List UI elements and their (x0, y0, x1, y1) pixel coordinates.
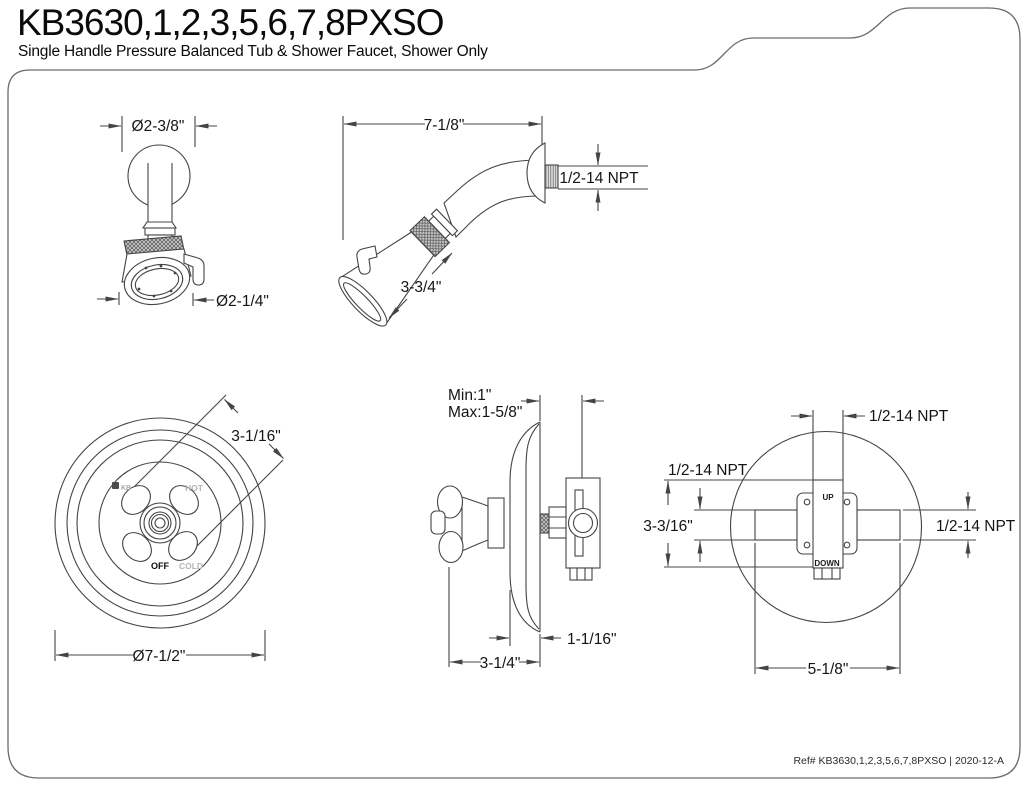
hot-label: HOT (185, 483, 204, 493)
up-label: UP (822, 493, 834, 502)
dim-body-height-label: 3-3/16" (643, 518, 692, 535)
dim-wall-depth-max-label: Max:1-5/8" (448, 404, 522, 421)
diagram-shower-head-front: Ø2-3/8" Ø2-1/4" (97, 116, 269, 310)
wall-flange-side (526, 142, 546, 204)
dim-handle-width-label: 3-1/16" (231, 428, 280, 445)
dim-ports-span-label: 5-1/8" (808, 661, 849, 678)
dim-total-depth-label: 3-1/4" (480, 655, 521, 672)
dim-left-port-thread-label: 1/2-14 NPT (668, 462, 748, 479)
handle-lobe-top (436, 485, 464, 519)
kb-logo-text: KB (121, 485, 131, 492)
dim-plate-diameter-label: Ø7-1/2" (133, 648, 186, 665)
diagram-trim-plate-front: KB HOT OFF COLD 3-1/16" Ø7-1/2" (54, 394, 284, 665)
bottom-outlet (813, 567, 841, 580)
dim-right-port-thread-label: 1/2-14 NPT (936, 518, 1016, 535)
off-label: OFF (151, 561, 169, 571)
diagram-valve-side: Min:1" Max:1-5/8" (430, 387, 616, 672)
diagram-valve-back: 1/2-14 NPT 1/2-14 NPT 3-3/16" UP DOWN (643, 408, 1016, 678)
shower-arm-tube (443, 159, 541, 239)
page-subtitle: Single Handle Pressure Balanced Tub & Sh… (18, 43, 488, 60)
shower-head-side (338, 208, 459, 327)
valve-outlet-side (569, 567, 593, 581)
dim-wall-thread-label: 1/2-14 NPT (559, 170, 639, 187)
handle-lobe-bottom (438, 530, 464, 564)
handle-neck (461, 496, 489, 552)
spray-holes (137, 264, 177, 298)
page-title: KB3630,1,2,3,5,6,7,8PXSO (17, 2, 444, 43)
cross-handle (121, 485, 199, 562)
dim-head-diameter-label: Ø2-1/4" (216, 293, 269, 310)
dim-flange-diameter-label: Ø2-3/8" (132, 118, 185, 135)
down-label: DOWN (814, 559, 840, 568)
dim-plate-depth-label: 1-1/16" (567, 631, 616, 648)
dim-wall-depth-min-label: Min:1" (448, 387, 491, 404)
sheet-border (7, 7, 1021, 779)
trim-plate-profile (509, 421, 541, 633)
handle-hub-side (430, 510, 446, 535)
diagram-shower-arm-side: 7-1/8" 1/2-14 NPT 3-3/4" (338, 116, 648, 327)
stem-nut (548, 506, 567, 539)
dim-arm-length-label: 7-1/8" (424, 117, 465, 134)
spray-lever (183, 253, 205, 286)
valve-body-back (812, 479, 844, 569)
valve-port-side (567, 507, 599, 539)
spray-lever-side (356, 245, 378, 275)
wall-nipple-thread (544, 164, 559, 189)
kb-logo: KB (112, 482, 131, 492)
left-port-pipe (754, 509, 798, 541)
right-port-pipe (856, 509, 901, 541)
cold-label: COLD (179, 561, 203, 571)
dim-head-length-label: 3-3/4" (401, 279, 442, 296)
reference-number: Ref# KB3630,1,2,3,5,6,7,8PXSO | 2020-12-… (793, 755, 1004, 767)
dim-top-port-thread-label: 1/2-14 NPT (869, 408, 949, 425)
